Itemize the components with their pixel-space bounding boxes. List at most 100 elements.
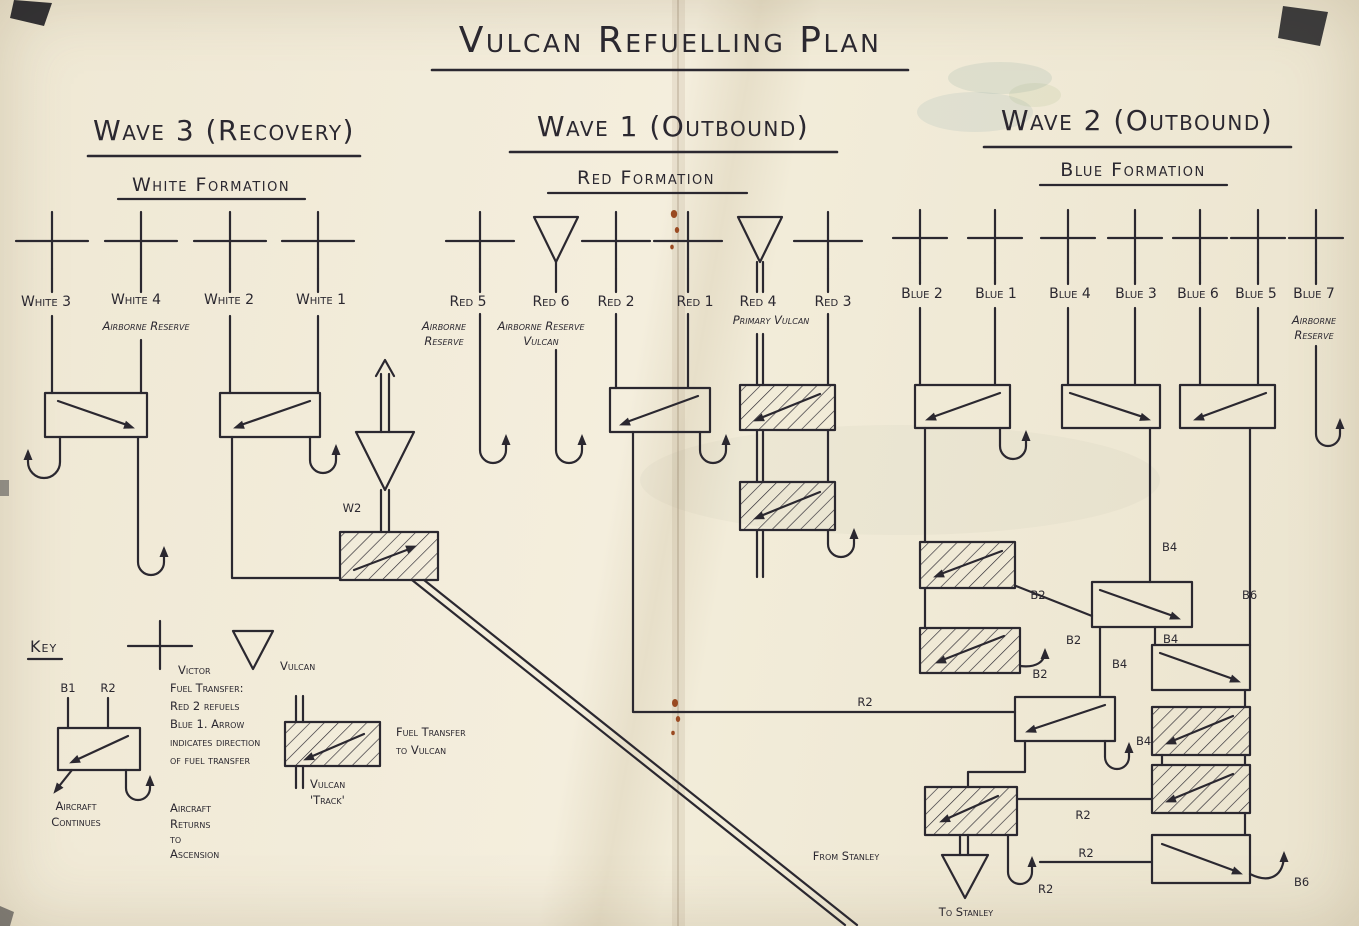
victor-icon	[1229, 208, 1287, 265]
line-label: B2	[1030, 588, 1045, 602]
wave1-section: Wave 1 (Outbound) Red Formation Red 5 Re…	[421, 110, 1017, 714]
aircraft-label: White 3	[21, 294, 71, 310]
vulcan-icon	[532, 215, 580, 264]
victor-icon	[891, 208, 949, 265]
victor-icon	[580, 210, 652, 271]
aircraft-label: Blue 6	[1177, 286, 1219, 302]
airborne-reserve-vulcan-note: Airborne Reserve	[496, 319, 585, 333]
victor-icon	[1171, 208, 1229, 265]
return-arrow	[23, 435, 62, 480]
aircraft-label: Blue 1	[975, 286, 1017, 302]
vulcan-icon	[736, 215, 784, 264]
airborne-reserve-note: Airborne Reserve	[101, 319, 190, 333]
return-arrow	[998, 426, 1031, 461]
aircraft-label: Red 3	[814, 294, 851, 310]
line-label: R2	[857, 695, 872, 709]
return-arrow	[136, 435, 169, 577]
transfer-note: Fuel Transfer:	[170, 681, 244, 695]
aircraft-label: Blue 7	[1293, 286, 1335, 302]
airborne-reserve-note: Airborne	[1291, 313, 1337, 327]
flight-path-lines	[923, 426, 1252, 864]
return-arrow	[698, 430, 731, 465]
returns-note: Aircraft	[170, 801, 211, 815]
line-label: B2	[1066, 633, 1081, 647]
aircraft-label: Blue 5	[1235, 286, 1277, 302]
victor-icon	[103, 210, 179, 271]
line-label: B4	[1112, 657, 1127, 671]
fuel-transfer-box	[218, 391, 322, 439]
wave3-section: Wave 3 (Recovery) White Formation White …	[14, 114, 859, 926]
flight-path-lines	[50, 267, 320, 395]
aircraft-label: Red 1	[676, 294, 713, 310]
victor-icon	[14, 210, 90, 271]
airborne-reserve-vulcan-note: Vulcan	[523, 334, 558, 348]
aircraft-label: Blue 2	[901, 286, 943, 302]
wave1-formation: Red Formation	[577, 167, 715, 189]
line-label: R2	[1038, 882, 1053, 896]
vulcan-fuel-transfer-box	[918, 626, 1022, 675]
from-stanley-label: From Stanley	[813, 849, 880, 863]
vulcan-key-label: Vulcan	[280, 659, 315, 673]
vulcan-transfer-note: to Vulcan	[395, 743, 446, 757]
victor-icon	[192, 210, 268, 271]
fuel-transfer-box	[1150, 643, 1252, 692]
victor-key-label: Victor	[178, 663, 211, 677]
return-arrow	[554, 260, 587, 465]
airborne-reserve-note: Airborne	[421, 319, 467, 333]
ink-stain	[670, 210, 681, 736]
wave3-formation: White Formation	[132, 174, 290, 196]
transfer-note: indicates direction	[170, 735, 260, 749]
return-arrow	[826, 528, 859, 559]
vulcan-icon	[354, 430, 416, 492]
vulcan-icon	[940, 853, 990, 900]
victor-icon	[1287, 208, 1345, 265]
fuel-transfer-box	[43, 391, 149, 439]
fuel-transfer-box	[913, 383, 1012, 430]
fuel-transfer-box	[1178, 383, 1277, 430]
red2-transit-line	[631, 430, 1017, 714]
returns-note: to	[169, 832, 181, 846]
track-direction-arrow	[374, 358, 396, 378]
fuel-transfer-box	[608, 386, 712, 434]
victor-icon	[1106, 208, 1164, 265]
vulcan-track	[958, 833, 970, 857]
return-arrow	[1018, 648, 1050, 668]
aircraft-label: White 1	[296, 292, 346, 308]
vulcan-fuel-transfer-box	[1150, 763, 1252, 815]
victor-icon	[280, 210, 356, 271]
vulcan-icon	[231, 629, 275, 671]
return-arrow	[124, 768, 155, 802]
page-title: Vulcan Refuelling Plan	[430, 20, 910, 72]
vulcan-fuel-transfer-box	[1150, 705, 1252, 757]
vulcan-track	[755, 260, 765, 579]
return-arrow	[1006, 833, 1037, 886]
line-label: B4	[1163, 632, 1178, 646]
aircraft-label: Red 5	[449, 294, 486, 310]
return-arrow	[1248, 851, 1289, 880]
return-arrow	[1314, 344, 1345, 448]
aircraft-label: White 2	[204, 292, 254, 308]
flight-path-lines	[966, 739, 1027, 789]
transfer-note: Blue 1. Arrow	[170, 717, 244, 731]
wave2-formation: Blue Formation	[1060, 159, 1205, 181]
flight-path-lines	[918, 261, 1318, 387]
key-section: Key Victor Vulcan B1 R2 Aircraft Continu…	[26, 619, 466, 861]
aircraft-label: Blue 3	[1115, 286, 1157, 302]
fuel-transfer-box	[1060, 383, 1162, 430]
corner-mark	[0, 0, 1328, 926]
continues-note: Aircraft	[55, 799, 96, 813]
continues-arrow	[53, 768, 74, 794]
vulcan-track-note: 'Track'	[310, 793, 345, 807]
line-label: R2	[1078, 846, 1093, 860]
to-stanley-label: To Stanley	[938, 905, 994, 919]
flight-path-lines	[230, 435, 342, 580]
vulcan-track	[410, 578, 859, 926]
flight-path-lines	[614, 267, 690, 390]
airborne-reserve-note: Reserve	[424, 334, 464, 348]
line-label: R2	[1075, 808, 1090, 822]
line-label: B2	[1032, 667, 1047, 681]
continues-note: Continues	[51, 815, 101, 829]
aircraft-label: Red 4	[739, 294, 776, 310]
vulcan-fuel-transfer-box	[738, 383, 837, 432]
